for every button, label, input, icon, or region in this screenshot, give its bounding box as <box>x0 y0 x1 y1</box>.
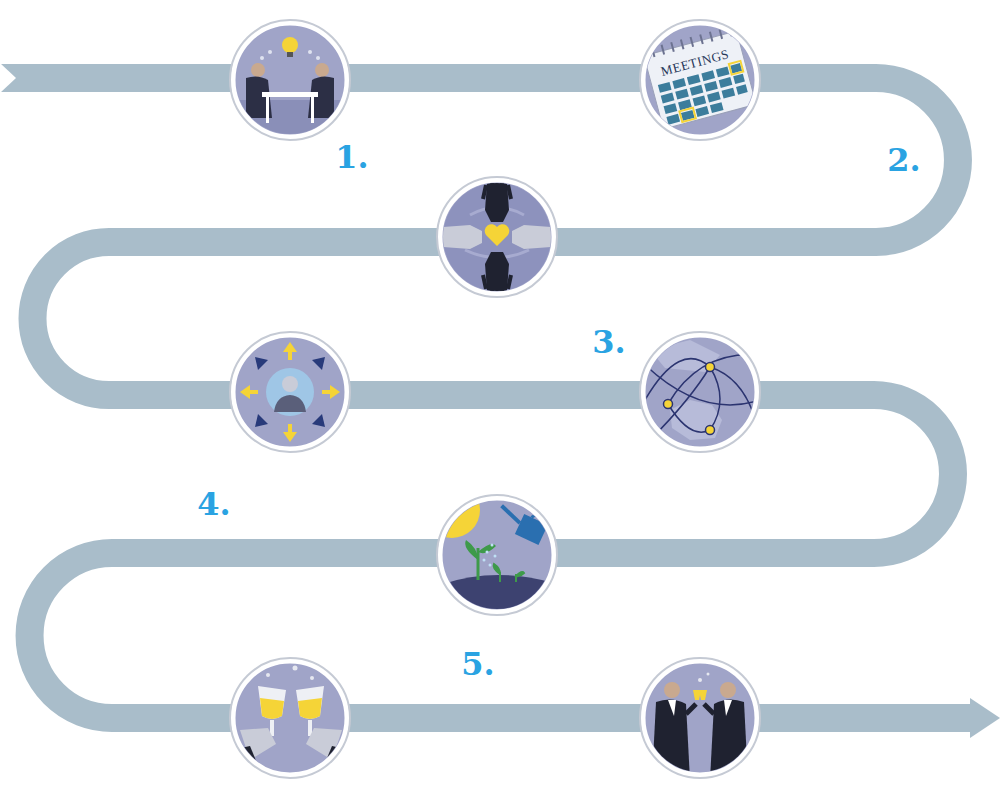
hands-heart-icon <box>443 182 551 292</box>
step-number: 1. <box>335 138 368 176</box>
step-number: 5. <box>461 645 494 683</box>
businessmen-toast-icon <box>652 673 748 781</box>
toast-glasses-icon <box>232 666 350 776</box>
meeting-icon <box>230 37 350 140</box>
watering-icon <box>424 482 560 620</box>
calendar-icon <box>642 25 756 129</box>
step-number: 4. <box>197 485 230 523</box>
step-number: 2. <box>887 141 920 179</box>
network-map-icon <box>640 340 760 440</box>
road <box>0 62 1000 738</box>
step-number: 3. <box>592 323 625 361</box>
person-arrows-icon <box>240 342 340 442</box>
icon-rims <box>230 20 760 778</box>
